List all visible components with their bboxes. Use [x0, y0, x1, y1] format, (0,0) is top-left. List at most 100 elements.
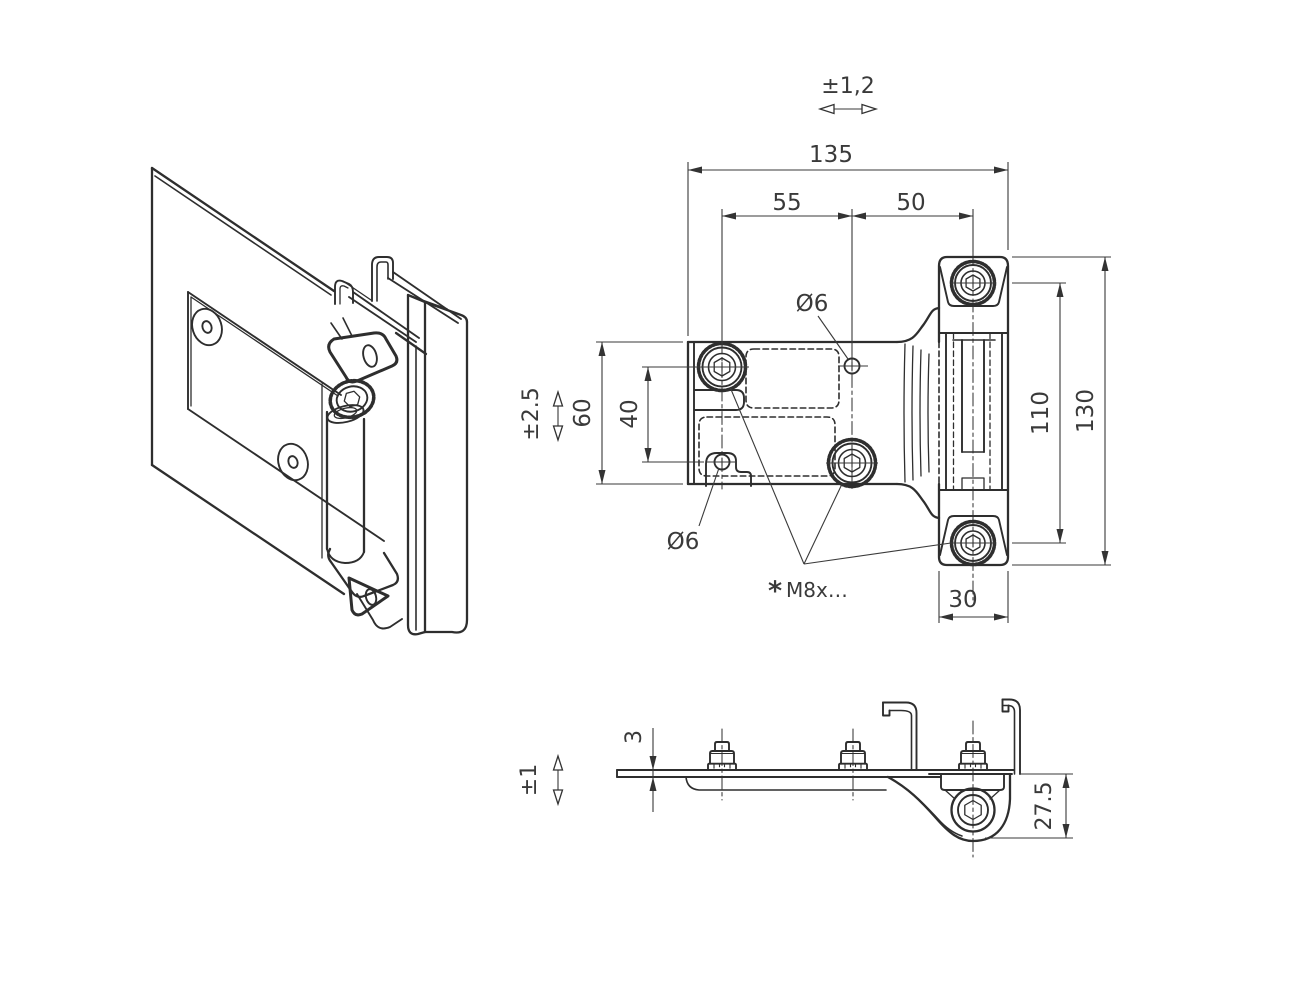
thread-note-star: * — [768, 576, 782, 607]
bar-left-edge — [406, 293, 427, 636]
s-curve-top — [895, 306, 941, 344]
hook-left-inner — [339, 285, 349, 305]
open-arrow-down — [552, 425, 564, 443]
barrel-bottom-cap — [326, 548, 365, 564]
dim-label-27-5: 27.5 — [1032, 782, 1057, 831]
hook-left-lip — [882, 701, 891, 717]
countersunk-hole-upper — [191, 307, 223, 347]
bracket-inner-rim — [891, 778, 963, 837]
mounting-plate — [187, 291, 385, 559]
barrel-pin-top — [333, 406, 358, 420]
dim-label-130: 130 — [1073, 389, 1099, 433]
countersunk-hole-lower-center — [287, 455, 299, 469]
leader-line — [817, 315, 849, 360]
plate-inner-edges — [190, 296, 339, 407]
extension-lines — [938, 571, 1009, 623]
dim-label-60: 60 — [570, 398, 596, 427]
knuckle-arm-lines — [330, 317, 353, 340]
s-curve-bottom — [895, 482, 941, 520]
hook-right-outer — [371, 256, 394, 302]
callout-dia-lower: Ø6 — [667, 467, 720, 555]
arrow-55-right — [838, 212, 852, 220]
leader-lines — [729, 386, 952, 565]
bar-right-edge — [423, 320, 469, 634]
side-bracket — [886, 772, 1013, 843]
dim-plate-thickness: 3 — [622, 728, 657, 812]
thread-note-text: M8x… — [786, 578, 848, 602]
dim-label-30: 30 — [948, 587, 977, 613]
notch-upper — [694, 389, 745, 411]
tolerance-label: ±1,2 — [821, 74, 874, 99]
barrel-top-cap — [326, 404, 365, 424]
arrow-bottom — [1056, 529, 1064, 543]
open-arrow-up — [552, 753, 564, 771]
pin-end-tab — [961, 477, 985, 491]
arrow-right — [994, 613, 1008, 621]
dim-label-55: 55 — [772, 190, 801, 216]
wing-slot — [362, 344, 378, 368]
lower-wing — [347, 576, 390, 617]
barrel-inner-circle — [957, 794, 989, 826]
front-view: 135 55 50 60 40 — [519, 74, 1111, 623]
clamp-block — [940, 773, 1005, 791]
open-arrow-up — [552, 389, 564, 407]
panel-top-inner-edge — [154, 175, 332, 296]
channel-back-edges — [387, 271, 462, 324]
arrow-left — [688, 166, 702, 174]
dim-label-3: 3 — [622, 730, 647, 744]
arrow-50-left — [852, 212, 866, 220]
notch-lower — [705, 452, 752, 487]
arrow-up — [649, 777, 657, 791]
hook-left-inner — [888, 709, 913, 771]
open-arrow-left — [817, 103, 835, 115]
arrow-bottom — [644, 448, 652, 462]
hook-right-outer — [1001, 698, 1021, 775]
bolt-centerlines — [721, 720, 974, 858]
arrow-top — [644, 367, 652, 381]
slot-lower — [698, 416, 836, 477]
dia-label-upper: Ø6 — [796, 291, 829, 317]
sleeve-caps — [952, 339, 996, 453]
extension-lines — [642, 366, 704, 463]
panel-bottom-edge — [150, 463, 346, 596]
arrow-bottom — [1101, 551, 1109, 565]
plate-bottom-edge — [187, 408, 385, 542]
extension-lines — [687, 162, 1009, 336]
channel-web — [342, 280, 372, 301]
transition-lines — [903, 343, 930, 483]
arrow-55-left — [722, 212, 736, 220]
side-plate — [616, 769, 1015, 791]
tolerance-label: ±1 — [517, 764, 542, 796]
open-arrow-right — [861, 103, 879, 115]
extension-lines — [1012, 282, 1066, 544]
extension-lines — [985, 773, 1073, 839]
upper-knuckle — [327, 317, 399, 420]
column-hidden-verticals — [952, 332, 991, 491]
column-verticals — [945, 332, 1003, 491]
tolerance-vertical-side: ±1 — [517, 753, 564, 807]
dim-column-width: 30 — [938, 571, 1009, 623]
sleeve-edges — [961, 339, 985, 453]
arrow-bottom — [598, 470, 606, 484]
pocket-line — [685, 776, 887, 791]
dim-barrel-offset: 27.5 — [985, 773, 1073, 839]
panel-top-edge — [150, 166, 336, 293]
dim-label-135: 135 — [809, 142, 853, 168]
side-bolts — [707, 720, 988, 858]
slot-upper — [745, 348, 840, 409]
iso-screw-hex — [343, 390, 361, 408]
extension-lines — [1012, 256, 1111, 566]
open-arrow-down — [552, 789, 564, 807]
callout-dia-upper: Ø6 — [796, 291, 849, 360]
tolerance-label: ±2.5 — [519, 387, 544, 440]
extension-lines — [596, 341, 683, 485]
side-view: 3 27.5 ±1 — [517, 698, 1073, 858]
dim-label-50: 50 — [896, 190, 925, 216]
countersunk-hole-lower — [277, 442, 309, 482]
arrow-top — [1101, 257, 1109, 271]
thread-note: * M8x… — [729, 386, 952, 607]
isometric-view — [150, 166, 469, 636]
tolerance-horizontal: ±1,2 — [817, 74, 879, 115]
